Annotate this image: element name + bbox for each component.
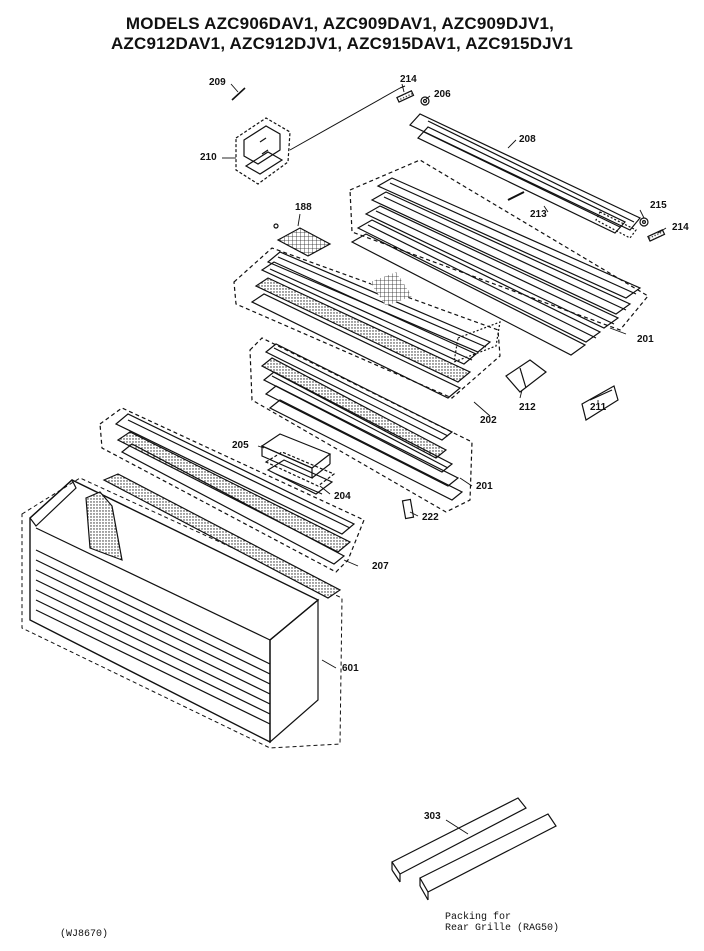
callout-201-lower: 201 [476,481,493,492]
part-207-top-cover [99,407,365,573]
callout-201-upper: 201 [637,334,654,345]
part-214-screw-top [396,90,430,106]
part-215-nut [639,217,649,227]
callout-214-right: 214 [672,222,689,233]
part-205-cover [260,433,332,479]
callout-leaders [222,83,667,835]
diagram-title-line-1: MODELS AZC906DAV1, AZC909DAV1, AZC909DJV… [125,14,555,33]
part-303-packing-strips [391,797,557,901]
callout-215: 215 [650,200,667,211]
part-214-screw-right [647,229,666,242]
callout-303: 303 [424,811,441,822]
callout-222: 222 [422,512,439,523]
callout-213: 213 [530,209,547,220]
callout-209: 209 [209,77,226,88]
packing-note-line-1: Packing for [445,912,512,923]
callout-204: 204 [334,491,351,502]
part-209-screw [231,87,246,101]
callout-601: 601 [342,663,359,674]
callout-214-top: 214 [400,74,417,85]
callout-188: 188 [295,202,312,213]
part-204-control-box [264,451,336,495]
callout-208: 208 [519,134,536,145]
callout-211: 211 [590,402,607,413]
part-188-mesh-filter [273,223,332,257]
part-208-rail-assembly [409,113,641,239]
packing-note-line-2: Rear Grille (RAG50) [445,923,560,934]
callout-205: 205 [232,440,249,451]
part-601-front-cabinet [21,473,343,749]
callout-210: 210 [200,152,217,163]
callout-206: 206 [434,89,451,100]
callout-202: 202 [480,415,497,426]
part-213-pin [507,191,525,201]
part-210-bracket [235,85,406,185]
part-201-lower-frame [249,337,473,513]
part-211-bracket [581,385,619,421]
callout-212: 212 [519,402,536,413]
diagram-title-line-2: AZC912DAV1, AZC912DJV1, AZC915DAV1, AZC9… [110,34,574,53]
part-202-evaporator-assembly [233,247,501,399]
part-201-upper-frame [349,159,649,356]
callout-207: 207 [372,561,389,572]
part-212-bracket [505,359,547,393]
drawing-code: (WJ8670) [60,929,109,940]
part-222-clip [401,498,415,520]
